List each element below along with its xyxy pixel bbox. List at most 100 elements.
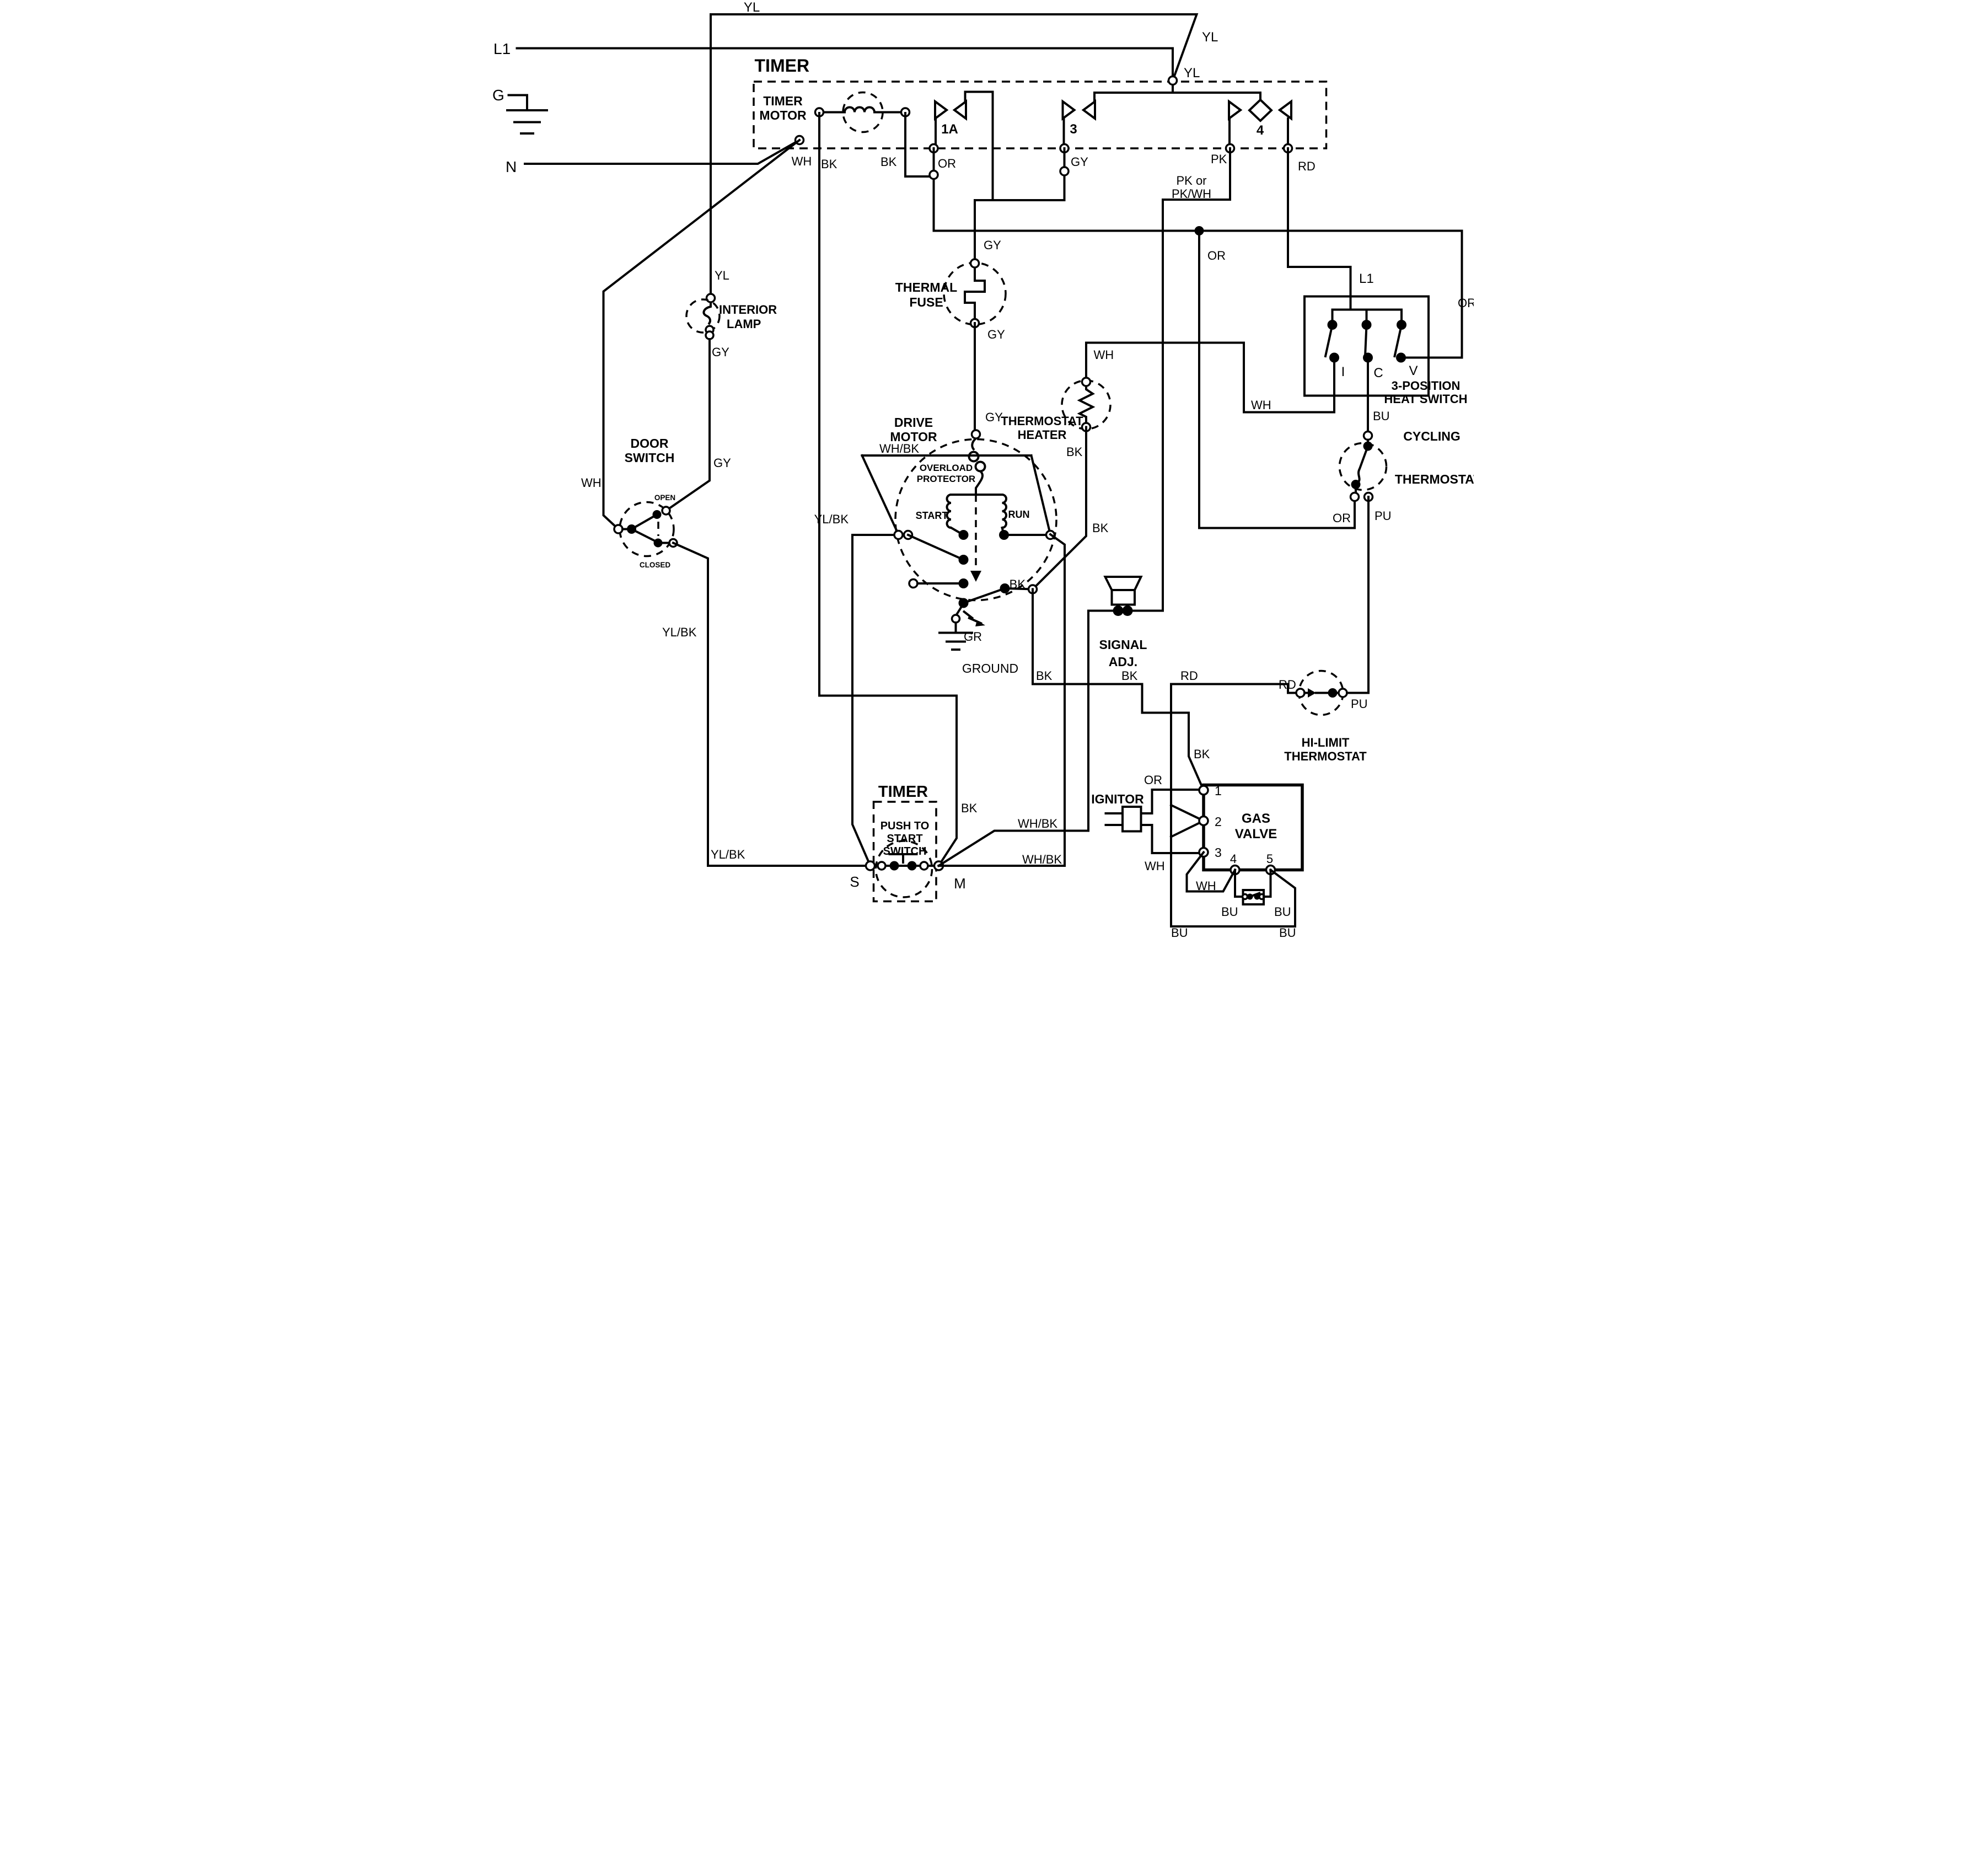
label-gy-lamp: GY (712, 345, 729, 359)
label-bk-heater: BK (1066, 445, 1083, 459)
label-bk-heater-diag: BK (1092, 521, 1109, 535)
timer-contact-3 (1061, 79, 1261, 149)
label-pk-4: PK (1211, 152, 1227, 166)
label-signal-2: ADJ. (1109, 655, 1137, 669)
label-bk-motor-down: BK (1010, 577, 1026, 591)
label-gv-5: 5 (1266, 852, 1273, 866)
label-push-2: START (887, 833, 922, 845)
label-pos-c: C (1373, 366, 1383, 380)
label-signal-1: SIGNAL (1099, 637, 1147, 652)
label-timer-title: TIMER (755, 56, 810, 76)
motor-ground (938, 614, 973, 651)
label-gv-4: 4 (1230, 852, 1237, 866)
timer-yl-terminal (1167, 75, 1178, 86)
ylbk-wire (851, 534, 872, 867)
label-wh-heater-top: WH (1094, 348, 1114, 362)
label-timer2-title: TIMER (878, 783, 928, 801)
label-gy-motor: GY (985, 410, 1003, 424)
label-gy-3: GY (1071, 155, 1088, 169)
label-start-coil: START (916, 510, 948, 521)
cycling-thermostat (1338, 356, 1388, 694)
label-contact-3: 3 (1070, 122, 1077, 137)
heat-switch (1303, 295, 1430, 397)
label-lamp-1: INTERIOR (719, 303, 777, 317)
label-bk-timer-left: BK (821, 157, 837, 171)
signal-buzzer (1087, 576, 1164, 832)
door-switch (602, 138, 872, 867)
label-wh-door: WH (581, 476, 602, 490)
label-pu-cycling: PU (1375, 509, 1392, 523)
label-yl-circle: YL (1184, 66, 1200, 81)
label-bk-timer-right: BK (881, 155, 897, 169)
label-bu-relay-r: BU (1274, 905, 1291, 919)
rd-wire-to-heat-switch (1287, 147, 1352, 311)
label-or-bus: OR (1207, 249, 1226, 262)
label-pu-hilimit: PU (1351, 697, 1368, 711)
label-rd-bus: RD (1180, 669, 1198, 683)
hi-limit-thermostat (1295, 669, 1370, 716)
bk-wire-timer-to-m (818, 112, 958, 867)
label-timer-motor-1: TIMER (763, 94, 803, 108)
drive-motor (851, 429, 1057, 626)
label-l1-switch: L1 (1359, 271, 1374, 286)
label-hilimit-1: HI-LIMIT (1302, 736, 1350, 749)
label-g-left: G (492, 87, 504, 104)
label-or-cycling: OR (1333, 511, 1351, 525)
label-n-left: N (506, 158, 517, 175)
label-gas-1: GAS (1242, 811, 1270, 826)
label-drive-1: DRIVE (894, 415, 933, 430)
label-gy-fuse-top: GY (984, 238, 1001, 252)
label-open: OPEN (654, 494, 675, 502)
label-thermal-2: FUSE (909, 295, 943, 309)
label-gv-2: 2 (1215, 814, 1222, 829)
label-drive-2: MOTOR (890, 430, 937, 444)
label-yl-top: YL (744, 0, 760, 15)
label-wh-timer: WH (792, 154, 812, 168)
label-wh-valve3: WH (1145, 859, 1165, 873)
label-run-coil: RUN (1008, 509, 1030, 520)
pk-wh-wire (1162, 147, 1231, 612)
label-or-right: OR (1458, 296, 1474, 310)
label-ignitor: IGNITOR (1091, 792, 1144, 806)
label-push-3: SWITCH (883, 845, 927, 857)
label-ylbk-motor: YL/BK (814, 512, 849, 526)
power-entry-lines (516, 13, 1199, 299)
label-bu-bot-r: BU (1279, 926, 1296, 938)
label-door-2: SWITCH (625, 451, 675, 465)
timer-contact-1a (934, 90, 994, 201)
whbk-wires (937, 533, 1089, 867)
label-whbk-2: WH/BK (1022, 853, 1062, 866)
label-or-1a: OR (938, 157, 956, 170)
label-ground: GROUND (962, 661, 1018, 676)
label-thermal-1: THERMAL (895, 280, 957, 294)
label-ylbk-door: YL/BK (662, 625, 697, 639)
label-gy-fuse-bot: GY (987, 328, 1005, 341)
label-gy-door: GY (713, 456, 731, 470)
ignitor (1104, 789, 1206, 854)
label-bk-valve1: BK (1194, 747, 1210, 761)
label-heatsw-1: 3-POSITION (1392, 379, 1461, 393)
label-lamp-2: LAMP (727, 317, 761, 331)
label-wh-heatsw: WH (1251, 398, 1271, 412)
push-to-start-switch (865, 801, 944, 903)
label-overload-1: OVERLOAD (920, 463, 973, 473)
label-push-1: PUSH TO (881, 820, 930, 832)
label-ylbk-bottom: YL/BK (711, 848, 745, 861)
label-bu-bot-l: BU (1171, 926, 1188, 938)
or-bus (928, 147, 1463, 529)
label-closed: CLOSED (640, 561, 671, 569)
label-overload-2: PROTECTOR (917, 474, 975, 484)
label-heater-1: THERMOSTAT (1001, 414, 1083, 428)
label-hilimit-2: THERMOSTAT (1284, 749, 1367, 763)
thermal-fuse (943, 147, 1070, 436)
label-contact-4: 4 (1257, 123, 1264, 138)
label-bk-m: BK (961, 801, 978, 815)
label-gas-2: VALVE (1235, 827, 1277, 841)
label-rd-hilimit: RD (1279, 678, 1296, 692)
label-yl-diag: YL (1202, 30, 1218, 45)
label-l1-left: L1 (493, 40, 511, 57)
label-contact-1a: 1A (941, 122, 958, 137)
timer-contact-4 (1228, 98, 1292, 149)
